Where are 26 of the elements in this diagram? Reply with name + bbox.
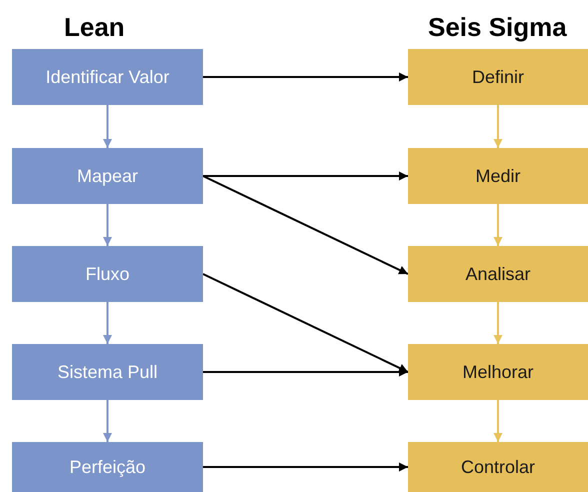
- six-sigma-step-box: Analisar: [408, 246, 588, 302]
- lean-step-box: Mapear: [12, 148, 203, 204]
- arrow: [103, 400, 112, 442]
- six-sigma-step-box: Controlar: [408, 442, 588, 492]
- column-heading: Seis Sigma: [428, 12, 567, 42]
- arrow: [203, 172, 408, 180]
- arrow: [203, 462, 408, 472]
- arrow: [494, 204, 502, 246]
- column-heading: Lean: [64, 12, 125, 42]
- arrow: [202, 273, 408, 373]
- arrow: [103, 204, 112, 246]
- arrow: [203, 72, 408, 82]
- six-sigma-step-box: Melhorar: [408, 344, 588, 400]
- arrow: [494, 105, 502, 148]
- arrow: [103, 302, 112, 344]
- lean-step-box: Sistema Pull: [12, 344, 203, 400]
- arrow: [203, 368, 408, 376]
- arrow: [103, 105, 112, 148]
- arrow: [494, 400, 502, 442]
- lean-step-box: Identificar Valor: [12, 49, 203, 105]
- lean-step-box: Perfeição: [12, 442, 203, 492]
- arrow: [494, 302, 502, 344]
- six-sigma-step-box: Definir: [408, 49, 588, 105]
- six-sigma-step-box: Medir: [408, 148, 588, 204]
- lean-step-box: Fluxo: [12, 246, 203, 302]
- arrow: [202, 175, 408, 275]
